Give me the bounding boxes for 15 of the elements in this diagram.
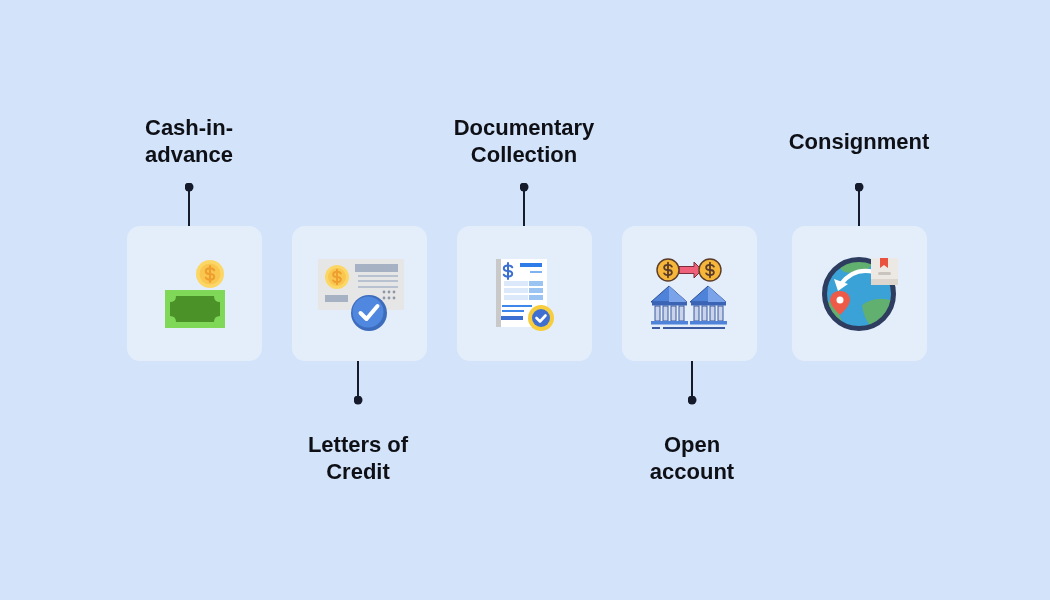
payment-method-label: Consignment <box>788 127 930 155</box>
payment-method-label: Cash-in-advance <box>143 114 235 168</box>
leader-line <box>519 182 529 227</box>
icon-tile <box>457 226 592 361</box>
leader-line <box>854 182 864 227</box>
payment-method-label: Open account <box>648 431 736 485</box>
leader-line <box>184 182 194 227</box>
icon-tile <box>792 226 927 361</box>
icon-tile <box>127 226 262 361</box>
payment-method-label: Documentary Collection <box>452 114 596 168</box>
leader-line <box>353 360 363 405</box>
icon-tile <box>622 226 757 361</box>
payment-method-label: Letters of Credit <box>306 431 410 485</box>
icon-tile <box>292 226 427 361</box>
leader-line <box>687 360 697 405</box>
